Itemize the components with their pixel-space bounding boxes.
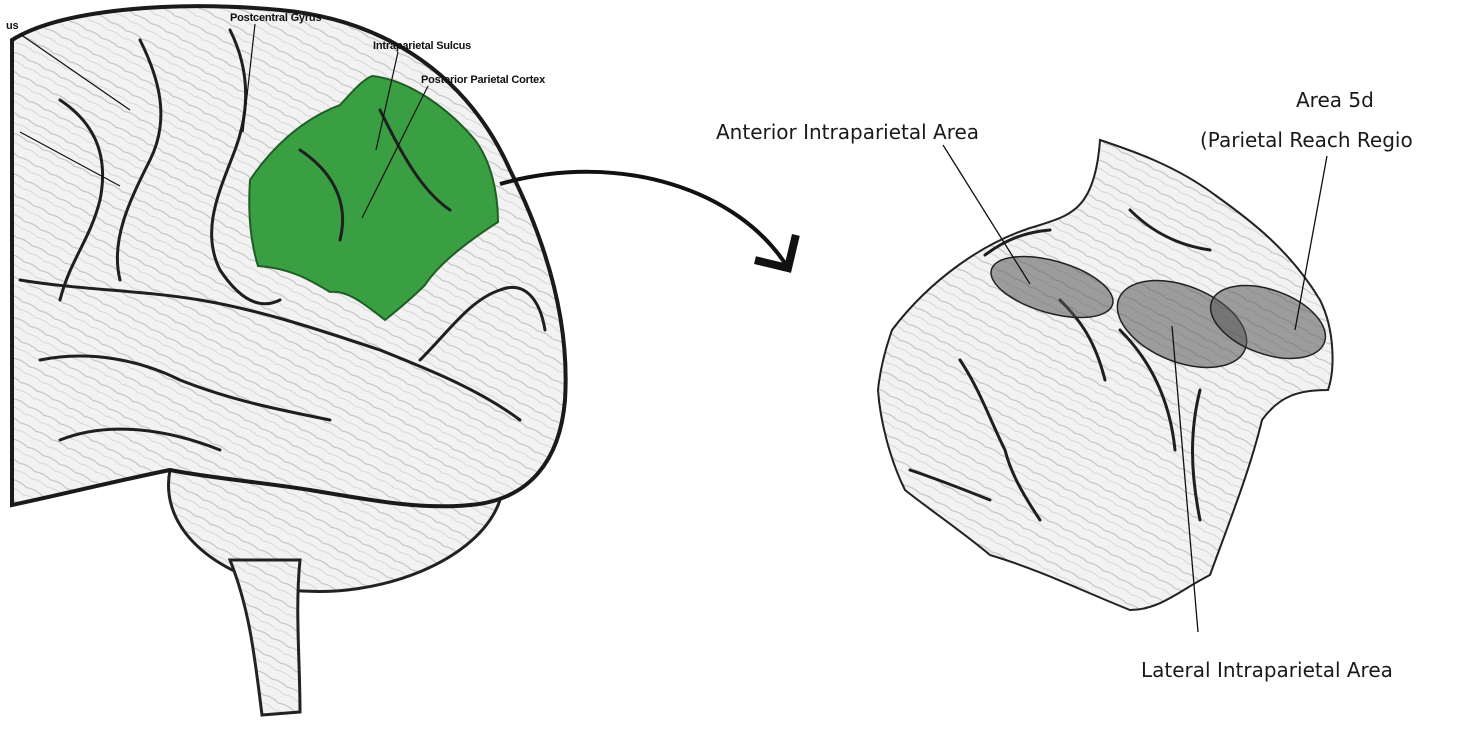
cortex-surface [878, 140, 1335, 632]
brain-illustration [12, 6, 566, 715]
label-anterior-intraparietal-area: Anterior Intraparietal Area [716, 120, 979, 144]
label-lateral-intraparietal-area: Lateral Intraparietal Area [1141, 658, 1393, 682]
surface-outline [878, 140, 1333, 610]
label-postcentral-gyrus: Postcentral Gyrus [230, 12, 321, 24]
label-posterior-parietal-cortex: Posterior Parietal Cortex [421, 74, 545, 86]
label-intraparietal-sulcus: Intraparietal Sulcus [373, 40, 471, 52]
label-area-5d: Area 5d [1296, 88, 1374, 112]
label-parietal-reach-region: (Parietal Reach Regio [1200, 128, 1413, 152]
label-clipped: us [6, 20, 18, 32]
brainstem [230, 560, 300, 715]
